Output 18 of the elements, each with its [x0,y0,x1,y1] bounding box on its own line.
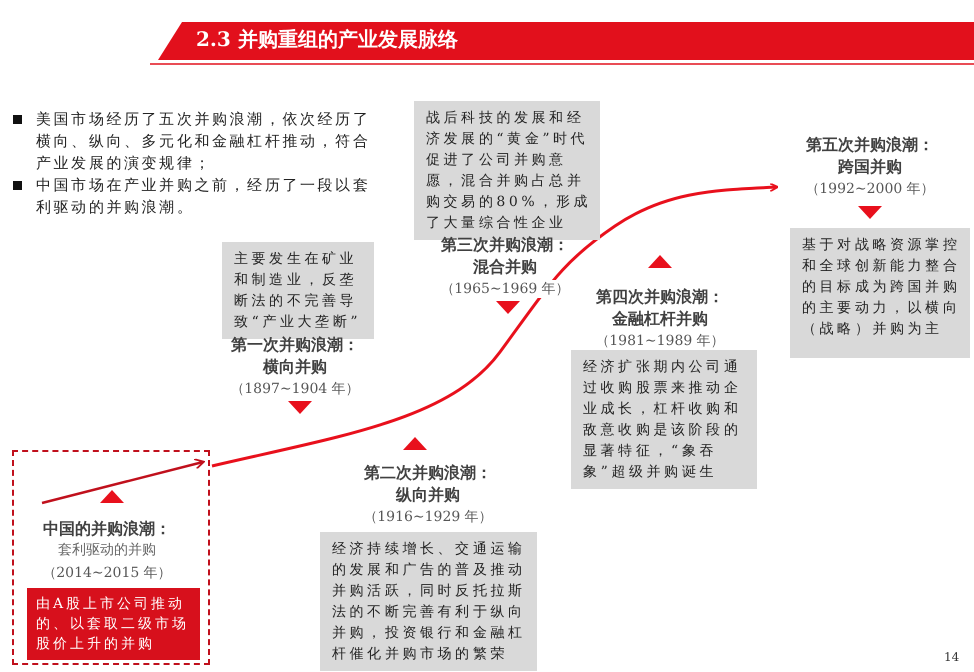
description-box: 经济扩张期内公司通过收购股票来推动企业成长，杠杆收购和敌意收购是该阶段的显著特征，“象吞象”超级并购诞生 [571,350,757,489]
page-number: 14 [944,650,960,664]
wave-heading: 第四次并购浪潮： [596,287,724,308]
wave-subtitle: 纵向并购 [396,485,460,506]
wave-subtitle: 混合并购 [473,257,537,278]
wave-subtitle: 横向并购 [263,357,327,378]
slide-title: 2.3 并购重组的产业发展脉络 [196,26,458,53]
wave-heading: 第五次并购浪潮： [806,135,934,156]
highlight-box: 由A股上市公司推动的、以套取二级市场股价上升的并购 [27,588,200,660]
wave-heading: 中国的并购浪潮： [43,519,171,540]
wave-heading: 第二次并购浪潮： [364,463,492,484]
description-box: 经济持续增长、交通运输的发展和广告的普及推动并购活跃，同时反托拉斯法的不断完善有利于纵向并购，投资银行和金融杠杆催化并购市场的繁荣 [320,532,537,671]
bullet-text: 中国市场在产业并购之前，经历了一段以套利驱动的并购浪潮。 [36,175,371,218]
wave-subtitle: 金融杠杆并购 [612,309,708,330]
description-box: 基于对战略资源掌控和全球创新能力整合的目标成为跨国并购的主要动力，以横向（战略）并购为主 [790,228,970,358]
wave-subtitle: 套利驱动的并购 [58,541,156,559]
bullet-text: 美国市场经历了五次并购浪潮，依次经历了横向、纵向、多元化和金融杠杆推动，符合产业发展的演变规律； [36,109,371,174]
wave-subtitle: 跨国并购 [838,157,902,178]
